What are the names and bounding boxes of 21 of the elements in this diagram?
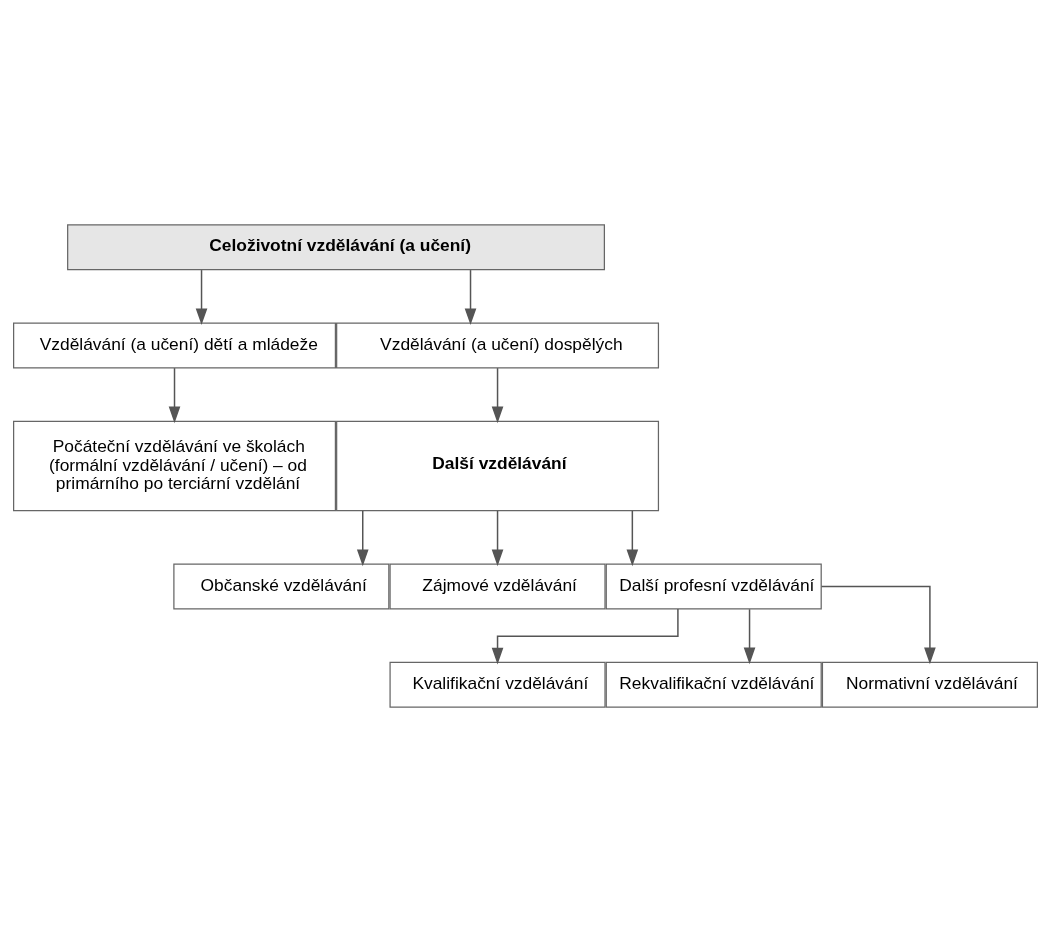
node-box: Kvalifikační vzdělávání	[389, 661, 606, 708]
arrow	[356, 510, 369, 567]
node-box: Počáteční vzdělávání ve školách (formální vzdělávání / učení) – od primárního po terciární vzdělání	[13, 420, 337, 512]
arrow	[491, 510, 504, 567]
arrow	[820, 585, 936, 665]
node-box: Další profesní vzdělávání	[605, 563, 822, 610]
node-box: Zájmové vzdělávání	[389, 563, 606, 610]
arrow	[626, 510, 639, 567]
arrow	[491, 608, 679, 665]
arrow	[743, 608, 756, 665]
arrow	[491, 367, 504, 424]
arrow	[464, 269, 477, 326]
node-box: Celoživotní vzdělávání (a učení)	[67, 224, 605, 271]
arrow	[195, 269, 208, 326]
node-box: Vzdělávání (a učení) dospělých	[336, 322, 660, 369]
node-box: Další vzdělávání	[336, 420, 660, 512]
node-box: Normativní vzdělávání	[821, 661, 1038, 708]
node-box: Vzdělávání (a učení) dětí a mládeže	[13, 322, 337, 369]
node-box: Občanské vzdělávání	[173, 563, 390, 610]
arrow	[168, 367, 181, 424]
node-box: Rekvalifikační vzdělávání	[605, 661, 822, 708]
